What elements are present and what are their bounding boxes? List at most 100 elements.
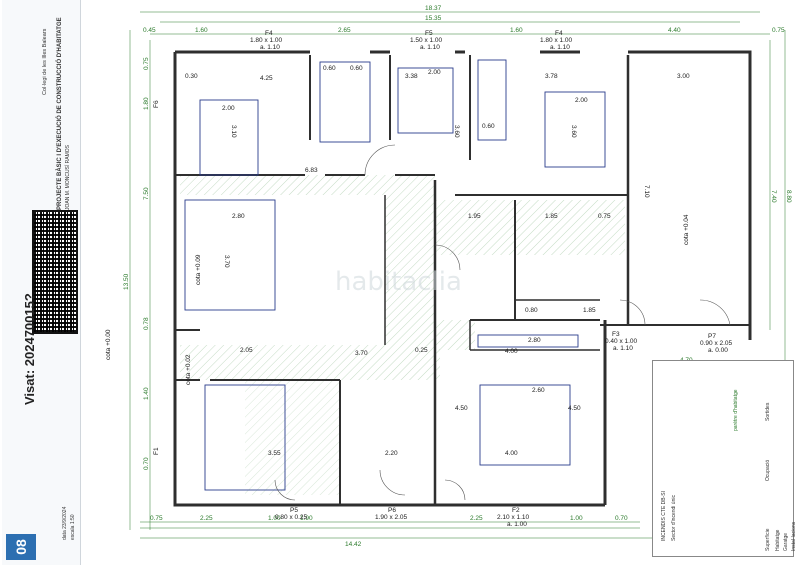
room-labels: 2.00 3.10 4.25 0.30 0.60 0.60 3.38 2.00 … xyxy=(105,65,690,457)
opening-size: 1.90 x 2.05 xyxy=(375,514,408,521)
dim-top-seg: 4.40 xyxy=(668,27,681,34)
dim-bottom-seg: 1.00 xyxy=(268,515,281,522)
opening-size: 1.80 x 1.00 xyxy=(540,37,573,44)
dim-top-seg: 0.75 xyxy=(772,27,785,34)
dim-left-seg: 0.75 xyxy=(143,57,150,70)
qr-code xyxy=(32,210,78,334)
room-dim: 0.60 xyxy=(482,123,495,130)
dim-bottom-seg: 0.70 xyxy=(615,515,628,522)
dim-left-total: 13.50 xyxy=(123,273,130,290)
watermark: habitaclia xyxy=(335,267,462,297)
room-dim: 1.85 xyxy=(583,307,596,314)
room-dim: 0.60 xyxy=(323,65,336,72)
cota-living: cota +0.09 xyxy=(195,254,202,285)
opening-code: F6 xyxy=(153,100,160,108)
opening-size: 2.10 x 1.10 xyxy=(497,514,530,521)
legend-col: Ocupació xyxy=(765,459,771,481)
opening-size: 1.50 x 1.00 xyxy=(410,37,443,44)
opening-code: F3 xyxy=(612,331,620,338)
room-dim: 0.60 xyxy=(350,65,363,72)
room-dim: 6.83 xyxy=(305,167,318,174)
room-dim: 3.70 xyxy=(223,255,230,268)
opening-size: 0.80 x 0.25 xyxy=(275,514,308,521)
cota-entry: cota +0.02 xyxy=(185,354,192,385)
title-block: Col·legi de les Illes Balears PROJECTE B… xyxy=(2,0,81,565)
stamp-scale: escala 1:50 xyxy=(70,514,76,540)
room-dim: 1.85 xyxy=(545,213,558,220)
room-dim: 3.38 xyxy=(405,73,418,80)
room-dim: 2.20 xyxy=(385,450,398,457)
room-dim: 4.00 xyxy=(505,348,518,355)
room-dim: 4.50 xyxy=(455,405,468,412)
dim-top-seg: 0.45 xyxy=(143,27,156,34)
room-dim: 2.00 xyxy=(428,69,441,76)
opening-code: P5 xyxy=(290,507,298,514)
dim-left-seg: 0.78 xyxy=(143,317,150,330)
project-title: PROJECTE BÀSIC I D'EXECUCIÓ DE CONSTRUCC… xyxy=(57,17,63,210)
room-dim: 0.75 xyxy=(598,213,611,220)
room-dim: 4.50 xyxy=(568,405,581,412)
dim-bottom-total: 14.42 xyxy=(345,541,362,548)
dim-top-seg: 1.60 xyxy=(195,27,208,34)
room-dim: 2.00 xyxy=(222,105,235,112)
opening-code: P6 xyxy=(388,507,396,514)
walls xyxy=(173,50,752,507)
legend-row: Habitatge xyxy=(775,529,781,551)
sheet-number: 08 xyxy=(6,534,36,560)
opening-sill: a. 1.10 xyxy=(420,44,440,51)
dim-top-total: 18.37 xyxy=(425,5,442,12)
opening-size: 0.40 x 1.00 xyxy=(605,338,638,345)
dim-bottom-seg: 2.25 xyxy=(200,515,213,522)
dim-bottom-seg: 1.00 xyxy=(570,515,583,522)
legend-row: Instal·lacions xyxy=(791,521,797,551)
cota-garage: cota +0.04 xyxy=(683,214,690,245)
dim-bottom-seg: 2.25 xyxy=(470,515,483,522)
legend-row: Garatge xyxy=(783,532,789,551)
room-dim: 0.30 xyxy=(185,73,198,80)
room-dim: 2.80 xyxy=(232,213,245,220)
dim-left-seg: 0.70 xyxy=(143,457,150,470)
dim-top-inner: 15.35 xyxy=(425,15,442,22)
room-dim: 3.55 xyxy=(268,450,281,457)
visat-number: Visat: 202470015? xyxy=(22,293,37,405)
dim-right-total: 8.80 xyxy=(785,190,792,203)
legend-sector: Sector d'incendi únic xyxy=(671,495,677,541)
room-dim: 1.95 xyxy=(468,213,481,220)
legend-title: INCENDIS CTE DB-SI xyxy=(661,490,667,541)
opening-sill: a. 1.10 xyxy=(260,44,280,51)
legend-col: Sortides xyxy=(765,402,771,421)
dim-left-seg: 7.50 xyxy=(143,187,150,200)
room-dim: 3.60 xyxy=(453,125,460,138)
room-dim: 4.25 xyxy=(260,75,273,82)
dim-left-seg: 1.80 xyxy=(143,97,150,110)
dimension-lines xyxy=(129,11,786,539)
dim-top-seg: 2.65 xyxy=(338,27,351,34)
opening-code: F5 xyxy=(425,30,433,37)
opening-sill: a. 1.10 xyxy=(613,345,633,352)
opening-code: F4 xyxy=(555,30,563,37)
dim-left-seg: 1.40 xyxy=(143,387,150,400)
opening-sill: a. 0.00 xyxy=(708,347,728,354)
opening-sill: a. 1.10 xyxy=(550,44,570,51)
opening-sill: a. 1.00 xyxy=(507,521,527,528)
dim-bottom-seg: 0.75 xyxy=(150,515,163,522)
dim-right-inner: 7.40 xyxy=(770,190,777,203)
opening-tags: F4 1.80 x 1.00 a. 1.10 F5 1.50 x 1.00 a.… xyxy=(153,30,733,528)
hatched-areas xyxy=(180,175,625,495)
room-dim: 2.00 xyxy=(575,97,588,104)
room-dim: 3.70 xyxy=(355,350,368,357)
opening-code: P7 xyxy=(708,333,716,340)
room-dim: 7.10 xyxy=(643,185,650,198)
room-dim: 3.00 xyxy=(677,73,690,80)
room-dim: 3.60 xyxy=(570,125,577,138)
room-dim: 0.25 xyxy=(415,347,428,354)
dim-top-seg: 1.60 xyxy=(510,27,523,34)
legend-col: Superfície xyxy=(765,528,771,551)
opening-code: F1 xyxy=(153,447,160,455)
room-dim: 2.80 xyxy=(528,337,541,344)
dim-bottom-seg: 1.90 xyxy=(300,515,313,522)
room-dim: 2.05 xyxy=(240,347,253,354)
room-dim: 4.00 xyxy=(505,450,518,457)
opening-size: 0.90 x 2.05 xyxy=(700,340,733,347)
